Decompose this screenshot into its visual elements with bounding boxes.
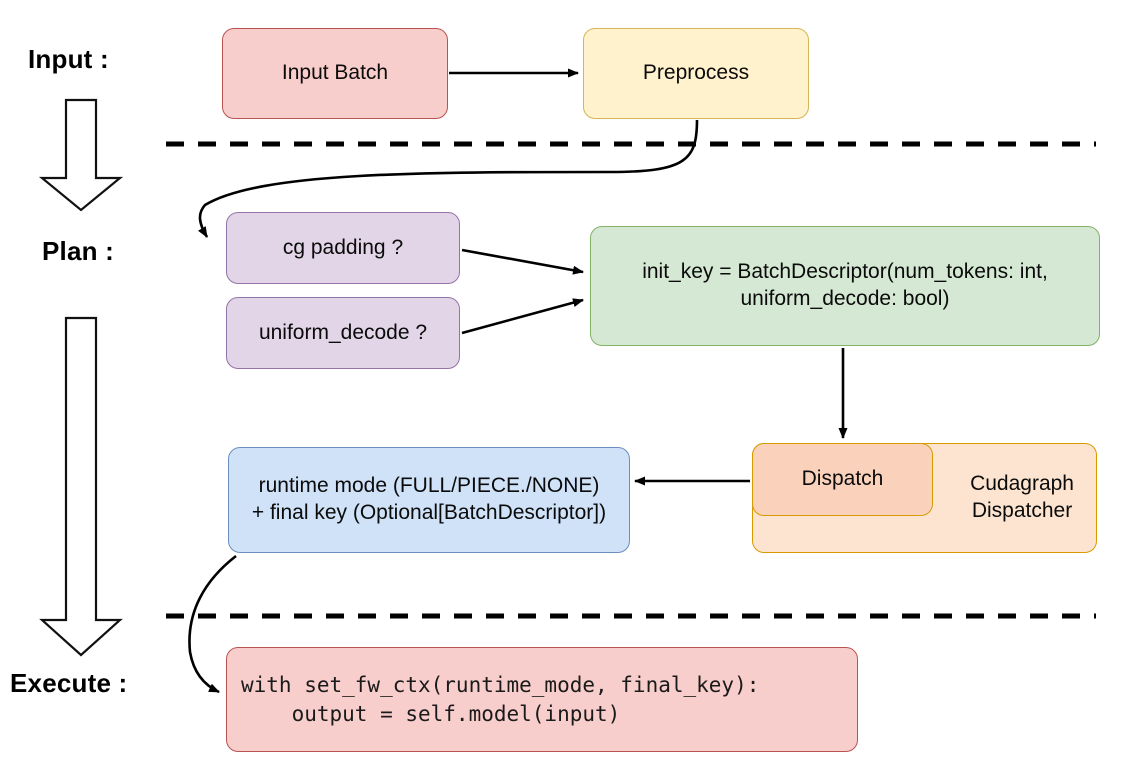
edge-cg-padding-to-init-key [461,248,584,275]
node-input-batch-label: Input Batch [281,61,389,85]
node-dispatch-label: Dispatch [801,467,884,491]
node-runtime-mode-key-label: runtime mode (FULL/PIECE./NONE) + final … [251,474,607,524]
plan-to-execute-block-arrow [39,316,123,657]
node-cg-padding-label: cg padding ? [282,235,404,259]
node-uniform-decode[interactable]: uniform_decode ? [226,297,460,369]
node-execute-code-text: with set_fw_ctx(runtime_mode, final_key)… [241,673,760,726]
node-dispatch[interactable]: Dispatch [752,443,933,516]
node-execute-code[interactable]: with set_fw_ctx(runtime_mode, final_key)… [226,647,858,752]
node-runtime-mode-key[interactable]: runtime mode (FULL/PIECE./NONE) + final … [228,447,630,553]
node-preprocess[interactable]: Preprocess [583,28,809,119]
stage-label-execute: Execute : [10,668,128,698]
node-init-key-label: init_key = BatchDescriptor(num_tokens: i… [642,260,1048,310]
stage-label-plan: Plan : [42,236,114,266]
node-init-key[interactable]: init_key = BatchDescriptor(num_tokens: i… [590,226,1100,346]
node-preprocess-label: Preprocess [642,61,750,85]
input-to-plan-block-arrow [38,98,124,212]
node-cudagraph-dispatcher-label: Cudagraph Dispatcher [970,472,1074,522]
node-cg-padding[interactable]: cg padding ? [226,212,460,284]
node-uniform-decode-label: uniform_decode ? [258,320,428,344]
edge-uniform-decode-to-init-key [461,298,584,335]
stage-label-input: Input : [28,44,109,74]
node-input-batch[interactable]: Input Batch [222,28,448,119]
